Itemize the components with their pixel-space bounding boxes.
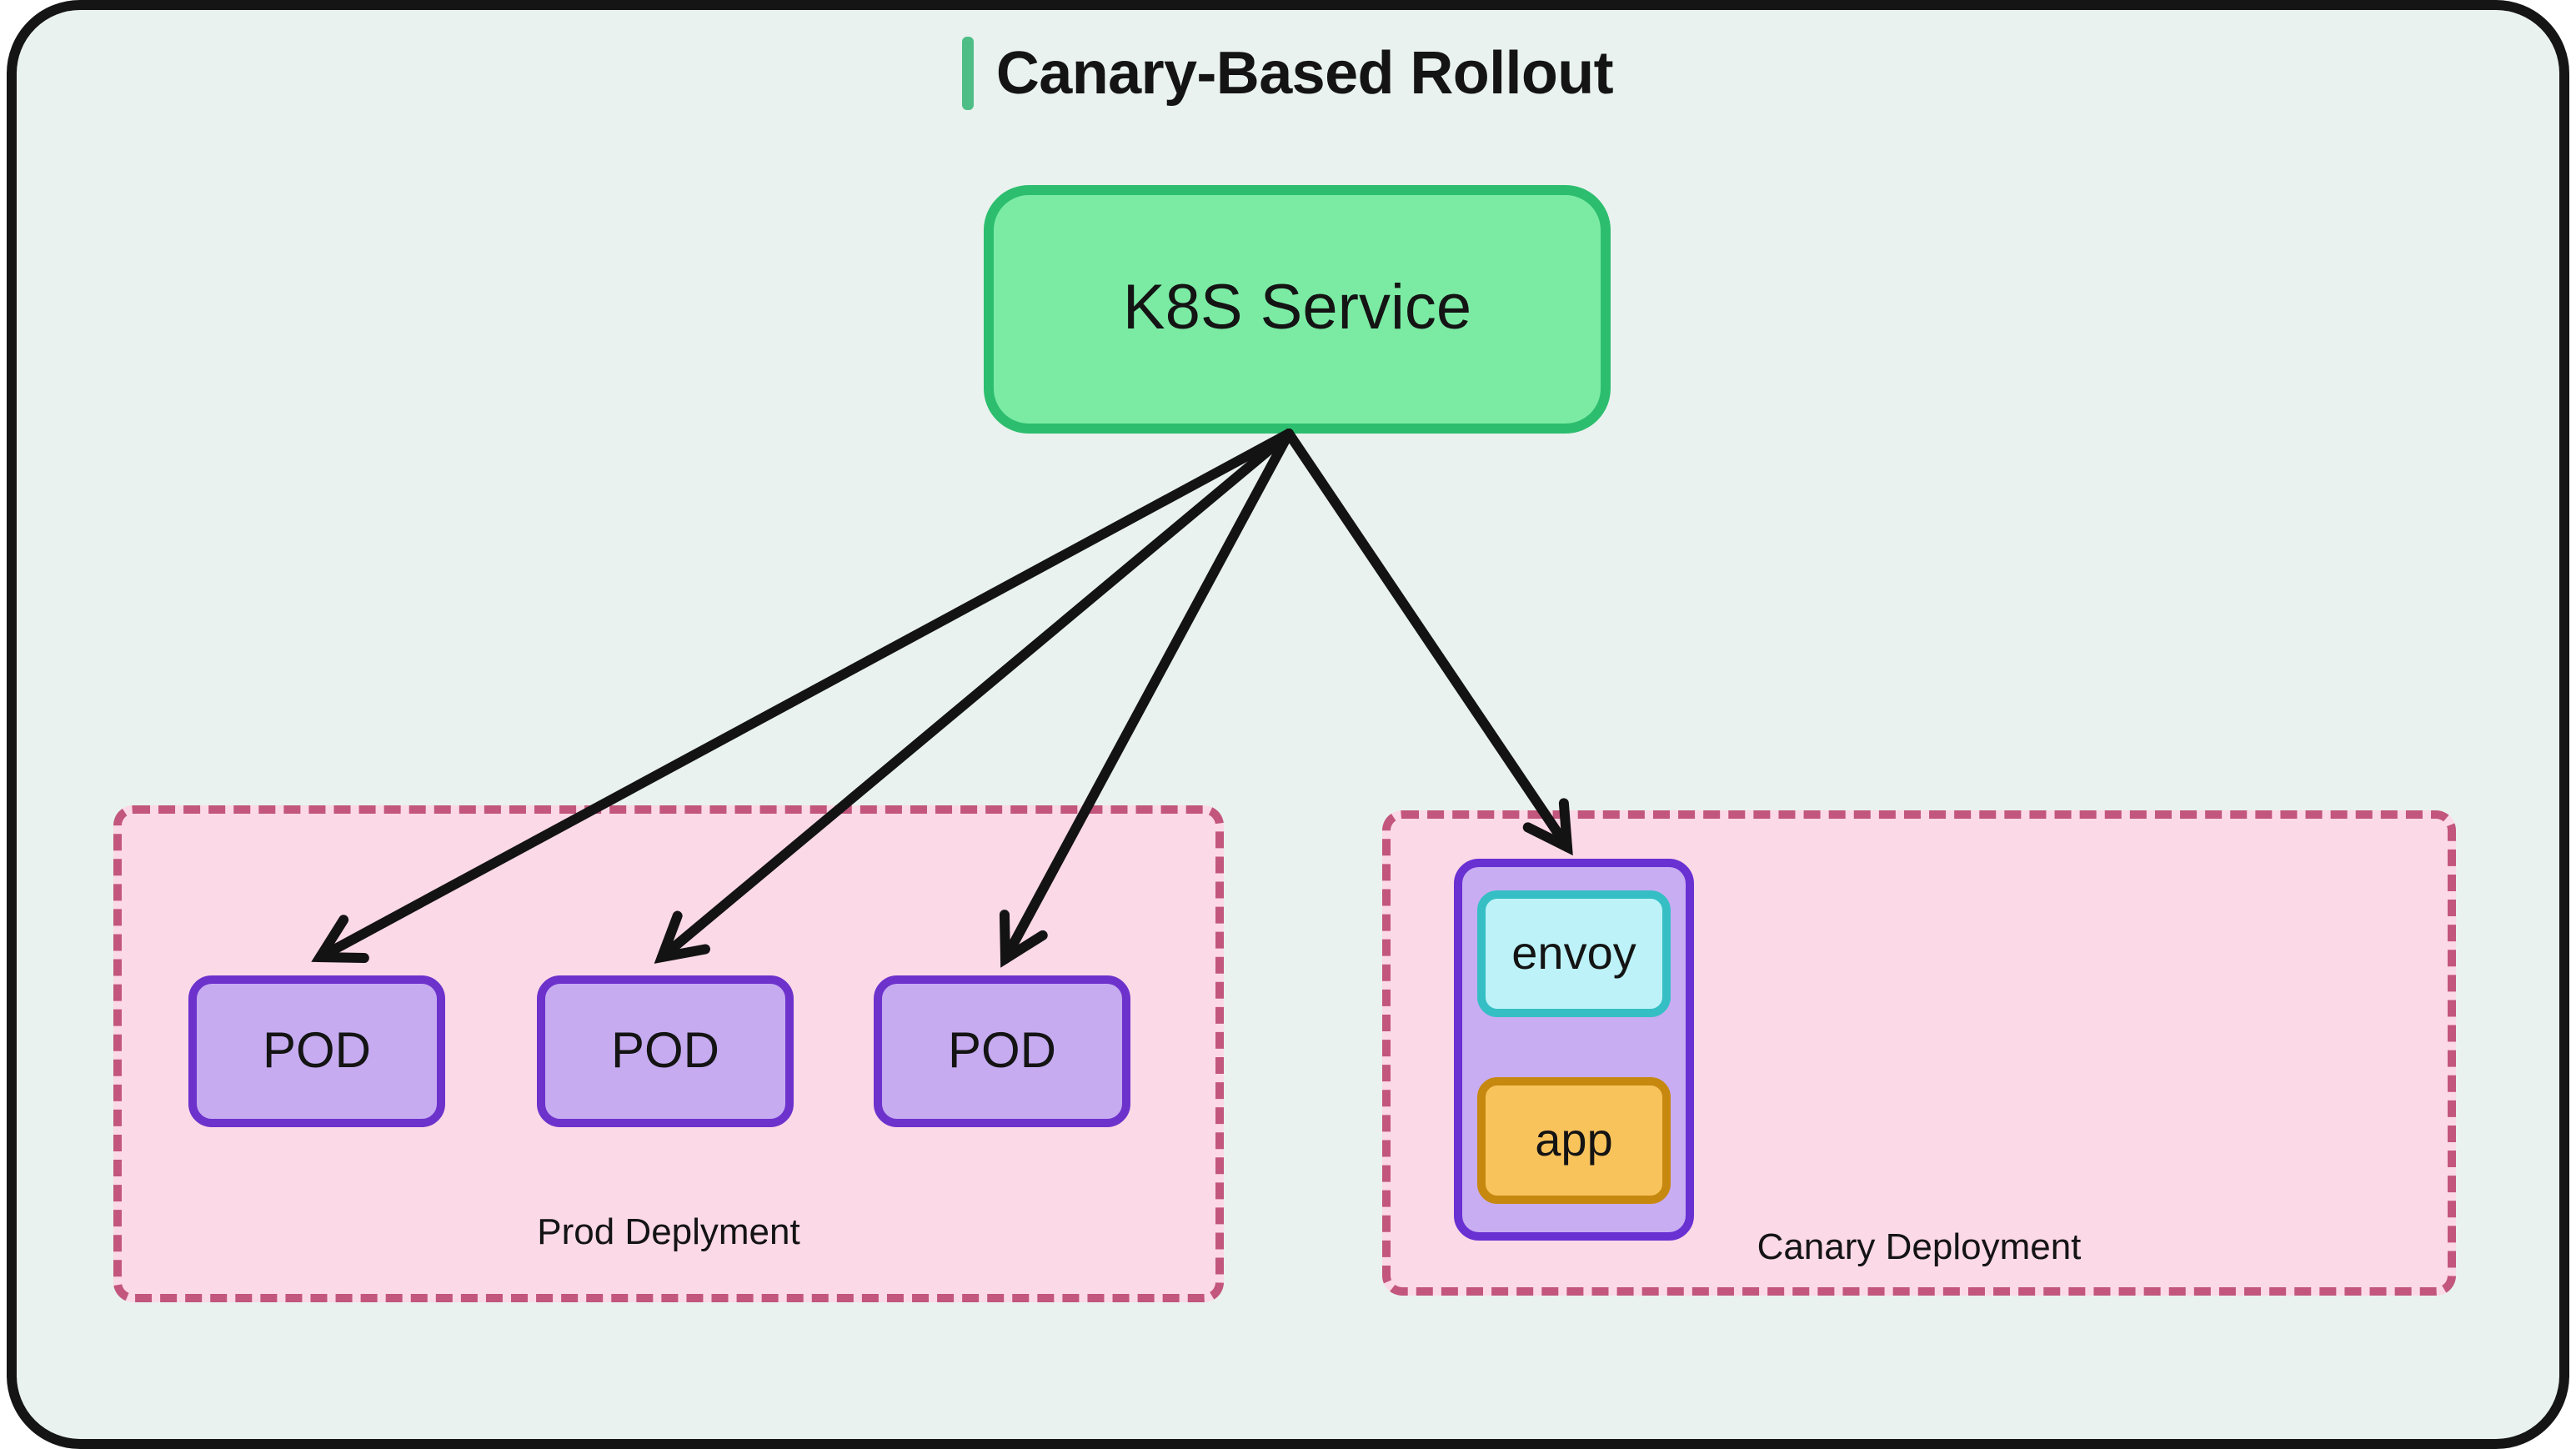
canary-deployment-label: Canary Deployment	[1757, 1226, 2082, 1267]
k8s-service-label: K8S Service	[1122, 273, 1472, 343]
app-container-node: app	[1477, 1077, 1671, 1204]
canary-pod-node: envoy app	[1454, 859, 1694, 1241]
prod-pod-3-node: POD	[874, 975, 1130, 1127]
title-accent-bar	[962, 37, 975, 110]
prod-pod-2-node: POD	[537, 975, 794, 1127]
prod-pod-1-node: POD	[188, 975, 445, 1127]
prod-pod-1-label: POD	[262, 1023, 371, 1078]
envoy-container-label: envoy	[1511, 927, 1636, 979]
prod-pod-3-label: POD	[947, 1023, 1056, 1078]
app-container-label: app	[1535, 1114, 1613, 1166]
prod-pod-2-label: POD	[610, 1023, 719, 1078]
diagram-title: Canary-Based Rollout	[995, 38, 1614, 107]
k8s-service-node: K8S Service	[984, 185, 1611, 434]
prod-deployment-label: Prod Deplyment	[537, 1211, 800, 1252]
envoy-container-node: envoy	[1477, 890, 1671, 1017]
diagram-title-row: Canary-Based Rollout	[0, 33, 2576, 113]
